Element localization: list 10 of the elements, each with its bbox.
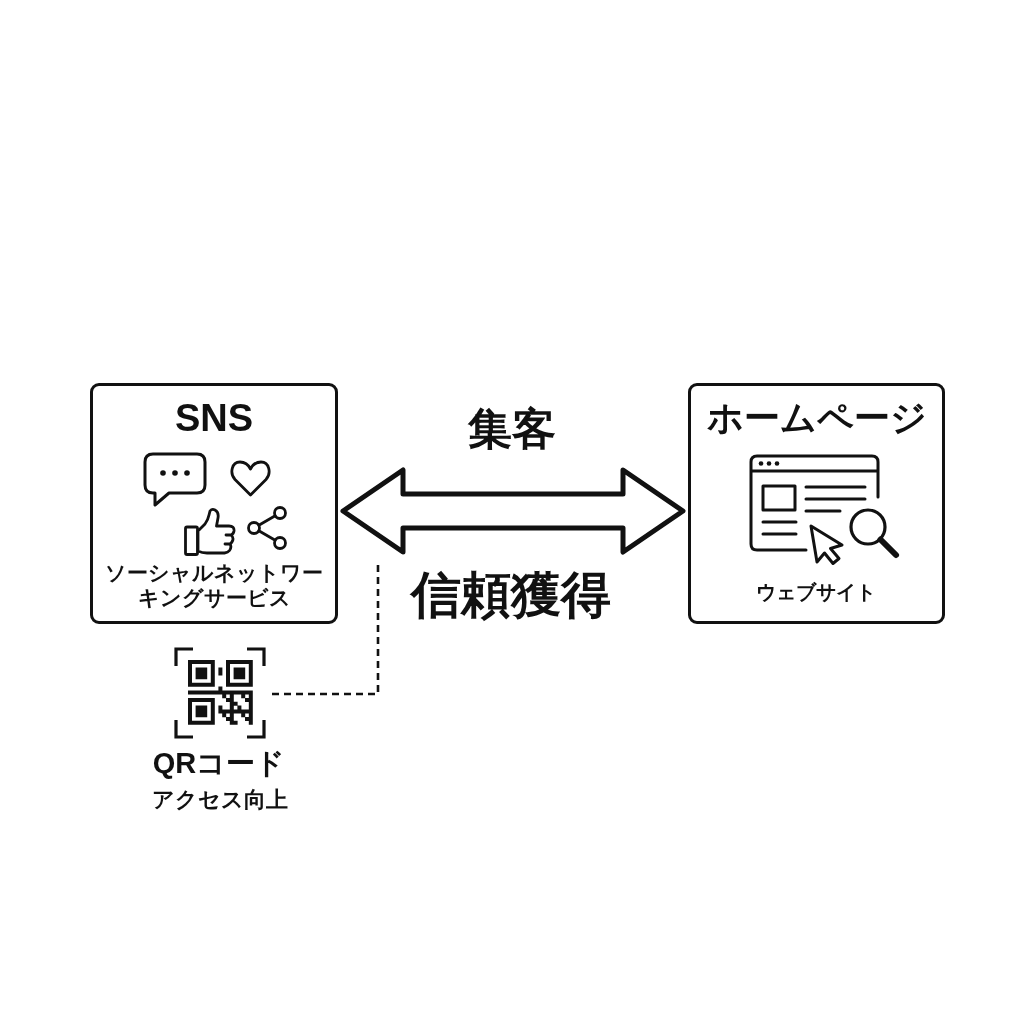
qr-code-icon xyxy=(173,646,267,740)
qr-code-caption: アクセス向上 xyxy=(152,787,288,813)
double-arrow xyxy=(340,467,686,555)
sns-card xyxy=(90,383,338,624)
card-title: ホームページ xyxy=(707,396,927,440)
homepage-card xyxy=(688,383,945,624)
card-caption: ウェブサイト xyxy=(756,580,876,604)
card-caption: ソーシャルネットワーキングサービス xyxy=(105,560,323,611)
card-title: SNS xyxy=(174,396,254,441)
qr-code-title: QRコード xyxy=(152,747,286,781)
